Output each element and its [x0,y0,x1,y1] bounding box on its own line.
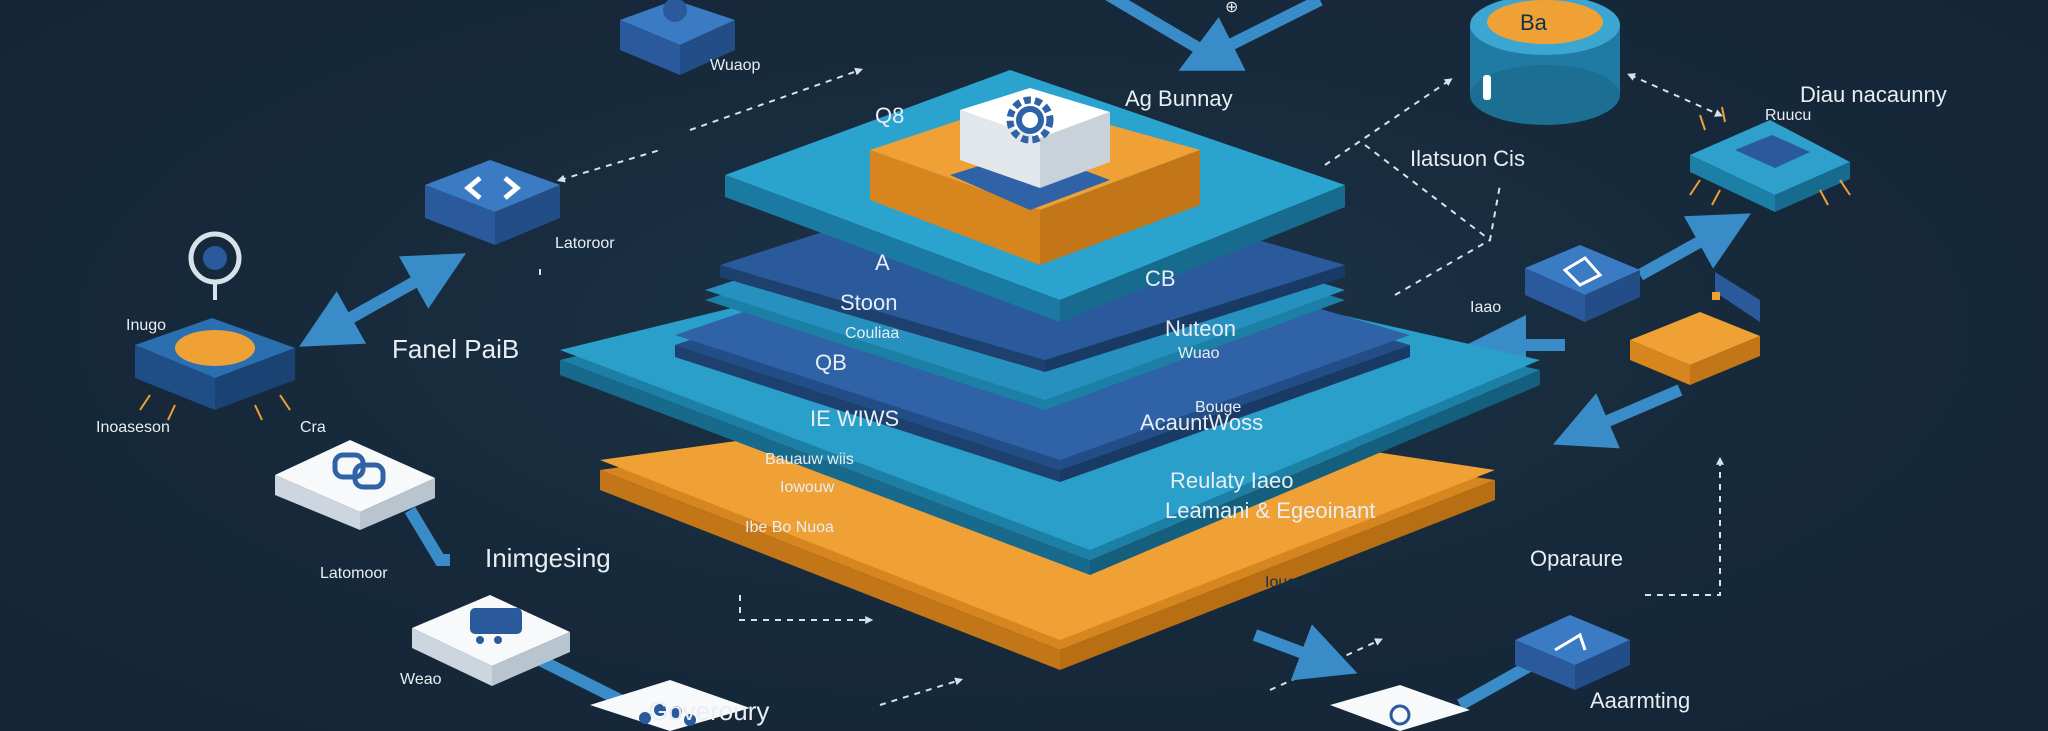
label-fanel: Fanel PaiB [392,334,520,364]
label-layer-iwuus: IE WIWS [810,406,900,431]
label-bottom-right: Aaarmting [1590,688,1691,713]
label-layer-a: A [875,250,890,275]
label-data-caption: Diau nacaunny [1800,82,1947,107]
label-layer-roage: Bouge [1195,399,1242,416]
label-layer-qg: QB [815,350,847,375]
terminal-icon [470,608,522,644]
folder-node [1630,272,1760,385]
label-layer-qs: Q8 [875,103,905,128]
label-top-caption-right: ⊕ [1225,0,1239,16]
bottom-right-tile [1330,685,1470,731]
terminal-tile [412,595,570,686]
label-top-center-right: Ag Bunnay [1125,86,1233,111]
arrow-term-to-paw [537,654,623,706]
arrow-stack-bottom [1252,624,1358,681]
arrow-folder-out [1552,384,1683,449]
label-layer-aceaunt: AcauntWoss [1140,410,1264,435]
connector-top-left [689,67,864,131]
dashed-connectors [539,67,1724,706]
arrow-circle-icon [1389,704,1411,726]
label-left-code-caption: Latoroor [555,235,615,252]
label-right-iaeo: Iaao [1470,299,1502,316]
label-sensor-top: Inugo [126,317,167,334]
arrow-fanel [299,253,466,347]
paw-tile [590,680,750,731]
connector-transform-2 [1394,239,1491,296]
connector-bottom-left [739,595,874,624]
label-transform: Ilatsuon Cis [1410,146,1525,171]
link-tile [275,440,435,530]
code-node [425,160,560,245]
label-orange-l1: Bauauw wiis [765,451,854,468]
paw-icon [639,704,696,726]
connector-code-to-stack [556,149,661,183]
code-brackets-icon [464,176,521,200]
label-chip-caption: Ruucu [1765,107,1812,124]
share-icon [1554,632,1587,652]
arrow-into-stack [1178,0,1323,71]
microchip-icon [1735,135,1810,168]
label-layer-stoon: Stoon [840,290,898,315]
top-left-node [620,0,735,75]
target-sensor-icon [175,330,255,366]
label-layer-ca: CB [1145,266,1176,291]
network-nodes-icon [1562,256,1603,287]
connector-right-down [1640,456,1724,596]
connector-db-to-chip [1627,73,1723,117]
label-gooverity: Goveroury [648,696,770,726]
label-tile-term-caption: Weao [400,671,442,688]
label-orange-r2: Leamani & Egeoinant [1165,498,1376,523]
chip-node [1689,106,1851,212]
label-layer-conqa: Couliaa [845,325,900,342]
label-layer-nuteon: Nuteon [1165,316,1236,341]
label-tile-left-caption: Latomoor [320,565,388,582]
label-orange-r1: Reulaty Iaeo [1170,468,1294,493]
label-sensor-left: Inoaseson [96,419,170,436]
label-orange-bottom: Iouaure [1265,574,1320,591]
connector-stack-to-db [1324,78,1453,166]
gear-block-icon [663,0,687,22]
share-tile [1515,615,1630,690]
arrow-link-to-term [404,506,450,566]
chain-link-icon [332,452,386,490]
layer-stack [560,70,1540,670]
gear-icon [1006,96,1054,144]
label-top-left-caption: Wuaop [710,57,761,74]
arrow-to-chip [1637,213,1751,281]
label-sensor-right: Cra [300,419,326,436]
label-orange-l3: Ibe Bo Nuoa [745,519,834,536]
label-db-badge: Ba [1520,10,1547,35]
label-interfacing: Inimgesing [485,543,611,573]
arrow-top-right-pipe [1105,0,1214,61]
sensor-node [135,231,295,421]
database-node [1470,0,1620,125]
network-tile [1525,245,1640,322]
database-cylinder-icon [1487,0,1603,44]
connector-bottom-center [879,677,964,706]
label-layer-wuao: Wuao [1178,345,1220,362]
label-orange-l2: Iowouw [780,479,835,496]
label-operate: Oparaure [1530,546,1623,571]
folder-icon [1712,292,1720,300]
